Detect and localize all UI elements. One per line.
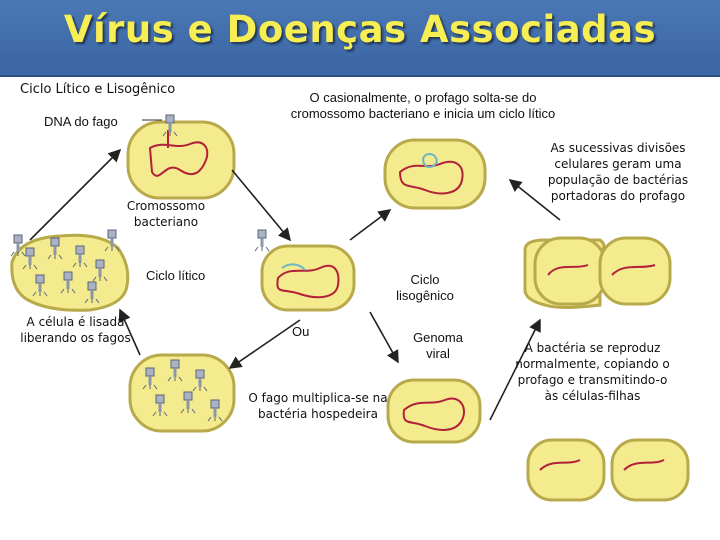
bacterium-infection	[126, 114, 236, 200]
subtitle: Ciclo Lítico e Lisogênico	[20, 82, 176, 97]
label-cromossomo-bacteriano: Cromossomo bacteriano	[126, 199, 206, 229]
label-sucessivas-divisoes: As sucessivas divisões celulares geram u…	[547, 141, 689, 203]
label-dna-do-fago: DNA do fago	[44, 114, 118, 129]
label-genoma-viral: Genoma viral	[413, 330, 463, 361]
title-bar	[0, 0, 720, 77]
bacterial-chromosome	[148, 141, 209, 177]
bacterium-infected	[254, 229, 356, 312]
label-ou: Ou	[292, 324, 310, 339]
label-bacteria-reproduz: A bactéria se reproduz normalmente, copi…	[515, 341, 670, 403]
label-ciclo-litico: Ciclo lítico	[146, 268, 206, 283]
label-celula-lisada: A célula é lisada liberando os fagos	[20, 315, 131, 345]
bacterium-phages-multiplying	[128, 353, 236, 433]
bacterium-prophage-excision	[383, 138, 487, 210]
page-title: Vírus e Doenças Associadas	[63, 8, 657, 51]
lysed-cell	[10, 229, 130, 312]
daughter-cells	[526, 438, 690, 502]
label-ocasionalmente: O casionalmente, o profago solta-se do c…	[290, 90, 556, 121]
bacterium-dividing	[523, 236, 672, 309]
label-ciclo-lisogenico: Ciclo lisogênico	[396, 272, 454, 303]
bacterium-prophage-integrated	[386, 378, 482, 444]
label-fago-multiplica: O fago multiplica-se na bactéria hospede…	[248, 391, 388, 421]
cycle-arrows	[29, 148, 561, 421]
